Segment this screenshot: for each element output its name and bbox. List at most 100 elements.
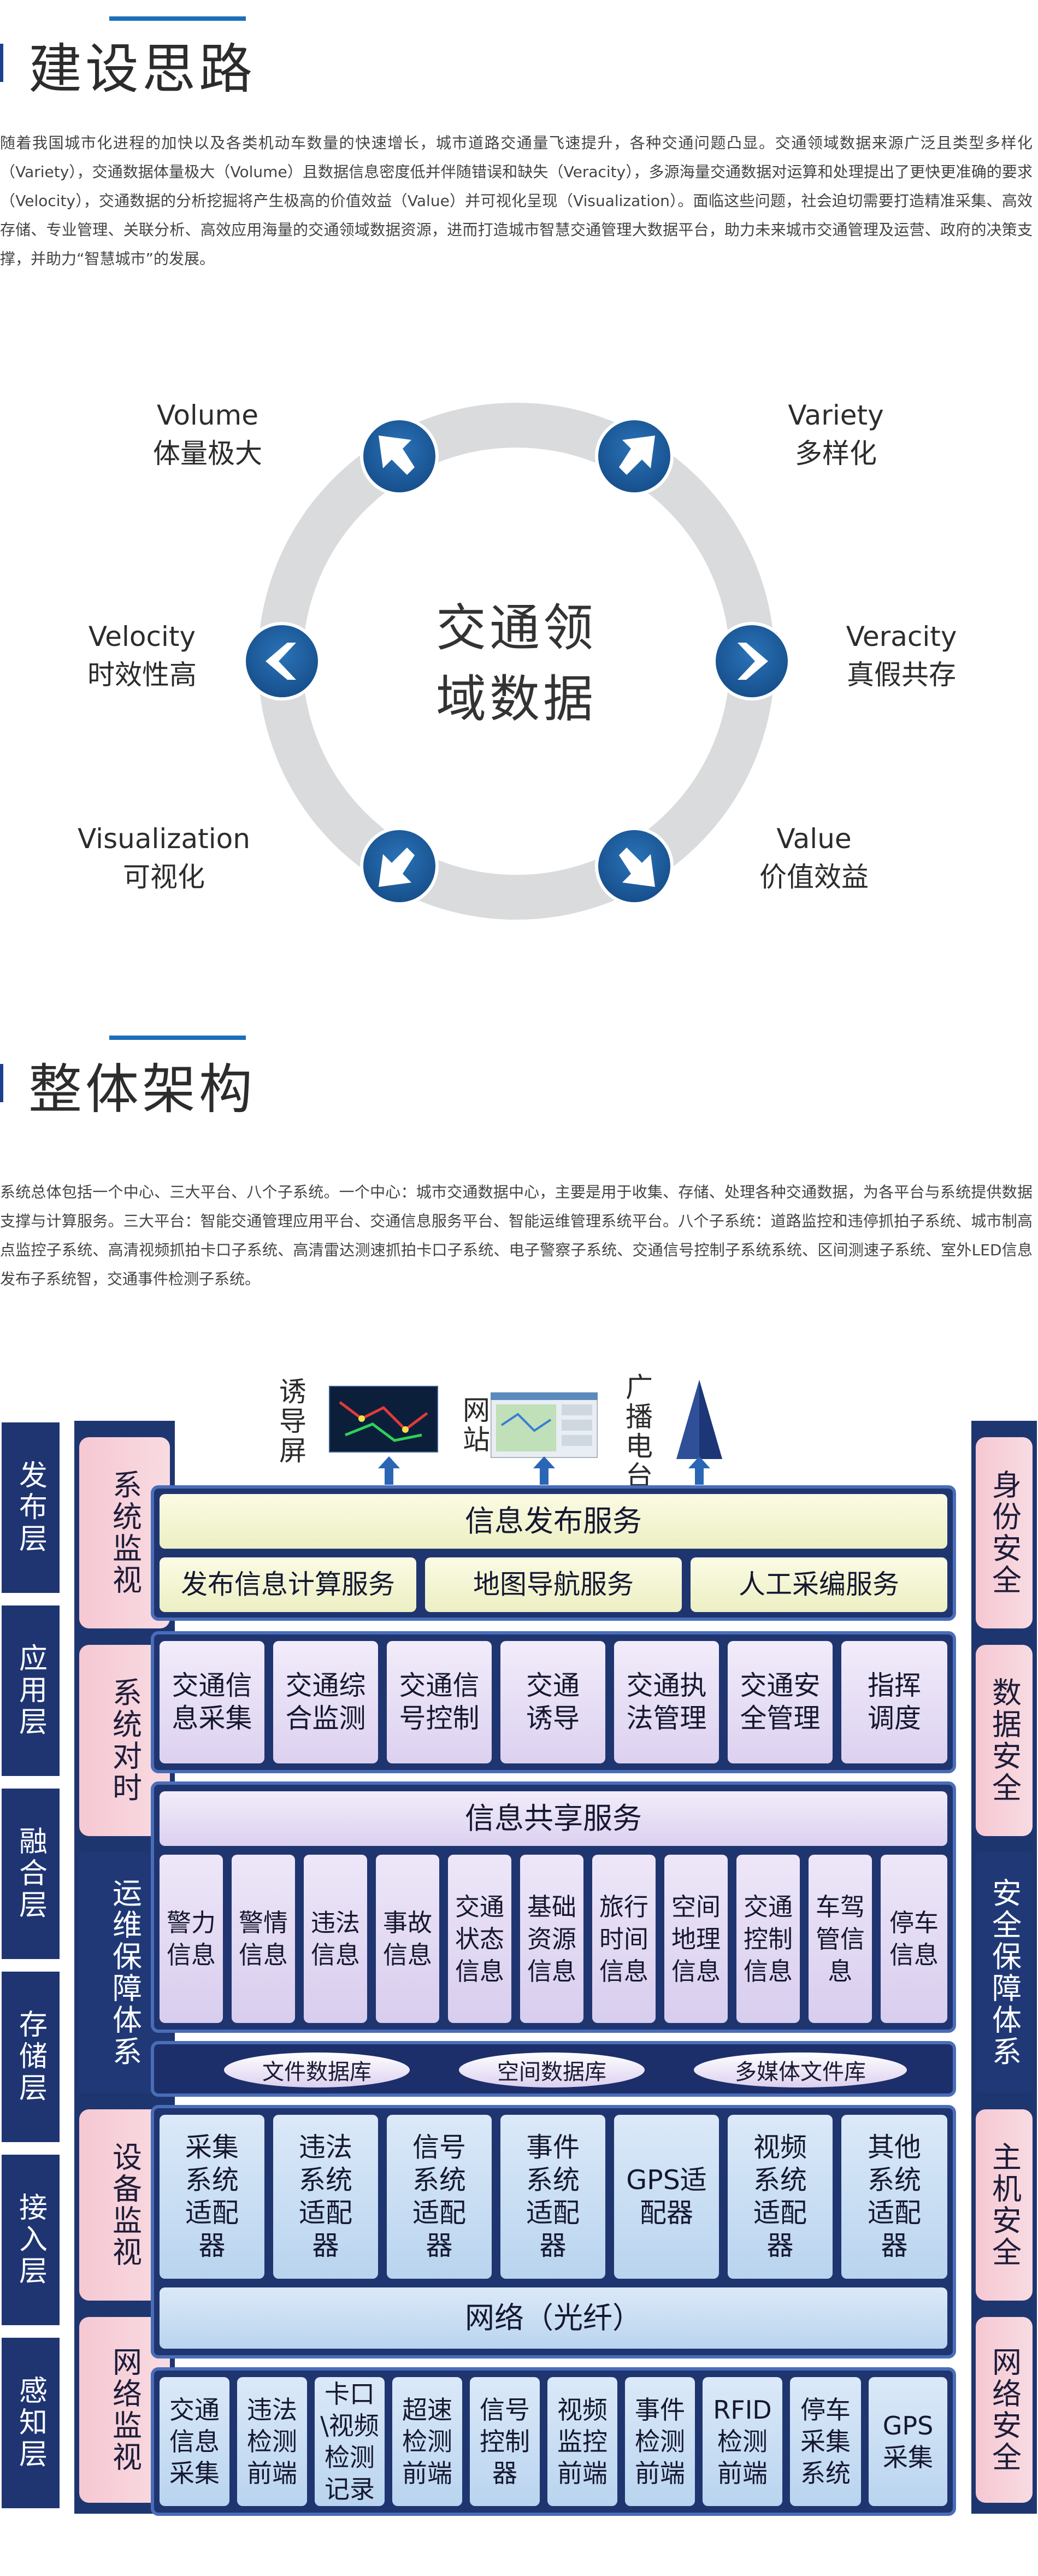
label-visualization: Visualization 可视化 <box>71 820 257 896</box>
adapter-item: 其他系统适配器 <box>841 2115 947 2279</box>
label-variety-cn: 多样化 <box>743 434 929 473</box>
layer-perception: 感知层 <box>0 2336 61 2510</box>
sensor-item: 卡口\视频检测记录 <box>315 2377 385 2506</box>
sensor-item: 事件检测前端 <box>625 2377 695 2506</box>
label-value-en: Value <box>721 820 907 858</box>
db-spatial: 空间数据库 <box>459 2052 645 2087</box>
arrow-up-icon <box>378 1456 400 1485</box>
arrow-velocity-icon <box>241 620 323 702</box>
sensor-item: 视频监控前端 <box>547 2377 617 2506</box>
layer-publish: 发布层 <box>0 1421 61 1595</box>
label-visualization-en: Visualization <box>71 820 257 858</box>
architecture-paragraph: 系统总体包括一个中心、三大平台、八个子系统。一个中心：城市交通数据中心，主要是用… <box>0 1178 1033 1293</box>
channel-label-website: 网站 <box>455 1396 494 1455</box>
layer-application: 应用层 <box>0 1604 61 1778</box>
radio-tower-icon <box>667 1380 732 1459</box>
share-item: 旅行时间信息 <box>592 1855 656 2023</box>
label-volume-en: Volume <box>115 396 300 434</box>
publish-sub-manual: 人工采编服务 <box>691 1557 947 1612</box>
label-volume: Volume 体量极大 <box>115 396 300 473</box>
share-item: 空间地理信息 <box>664 1855 728 2023</box>
layer-fusion: 融合层 <box>0 1787 61 1961</box>
header-bar <box>0 44 3 82</box>
label-veracity-en: Veracity <box>809 617 994 656</box>
sec-host: 主机安全 <box>976 2109 1033 2301</box>
label-visualization-cn: 可视化 <box>71 858 257 896</box>
adapter-item: 视频系统适配器 <box>728 2115 833 2279</box>
section-title: 整体架构 <box>28 1063 256 1116</box>
label-velocity: Velocity 时效性高 <box>49 617 235 694</box>
sec-network: 网络安全 <box>976 2317 1033 2503</box>
adapter-item: 信号系统适配器 <box>387 2115 492 2279</box>
ring-center-line2: 域数据 <box>382 664 650 735</box>
arrow-value-icon <box>593 825 675 907</box>
adapter-item: 事件系统适配器 <box>500 2115 605 2279</box>
app-item: 指挥调度 <box>841 1641 947 1763</box>
section-header-idea: 建设思路 <box>0 16 1038 87</box>
publish-service: 信息发布服务 <box>160 1494 947 1549</box>
db-file: 文件数据库 <box>224 2052 410 2087</box>
publish-sub-calc: 发布信息计算服务 <box>160 1557 416 1612</box>
layer-access: 接入层 <box>0 2153 61 2327</box>
arrow-up-icon <box>533 1456 555 1485</box>
adapter-item: 采集系统适配器 <box>160 2115 264 2279</box>
share-item: 交通控制信息 <box>736 1855 800 2023</box>
label-volume-cn: 体量极大 <box>115 434 300 473</box>
sensor-item: 信号控制器 <box>470 2377 540 2506</box>
layer-storage: 存储层 <box>0 1970 61 2144</box>
channel-label-guide-screen: 诱导屏 <box>271 1377 310 1466</box>
sensor-item: 违法检测前端 <box>237 2377 307 2506</box>
share-item: 基础资源信息 <box>520 1855 583 2023</box>
adapter-item: GPS适配器 <box>614 2115 719 2279</box>
label-velocity-cn: 时效性高 <box>49 656 235 694</box>
header-accent-line <box>109 16 246 21</box>
app-item: 交通信号控制 <box>387 1641 492 1763</box>
share-item: 事故信息 <box>376 1855 439 2023</box>
share-item: 停车信息 <box>881 1855 947 2023</box>
sensor-item: 交通信息采集 <box>160 2377 229 2506</box>
label-value-cn: 价值效益 <box>721 858 907 896</box>
guide-screen-icon <box>329 1386 438 1452</box>
label-velocity-en: Velocity <box>49 617 235 656</box>
arrow-veracity-icon <box>711 620 793 702</box>
arrow-volume-icon <box>358 415 440 497</box>
app-item: 交通安全管理 <box>728 1641 833 1763</box>
share-item: 交通状态信息 <box>448 1855 511 2023</box>
sensor-item: 超速检测前端 <box>392 2377 462 2506</box>
arrow-variety-icon <box>593 415 675 497</box>
adapter-item: 违法系统适配器 <box>273 2115 378 2279</box>
publish-sub-map: 地图导航服务 <box>425 1557 682 1612</box>
ring-center-text: 交通领 域数据 <box>382 593 650 735</box>
app-item: 交通信息采集 <box>160 1641 264 1763</box>
sec-data: 数据安全 <box>976 1645 1033 1836</box>
share-item: 违法信息 <box>304 1855 367 2023</box>
sensor-item: 停车采集系统 <box>790 2377 861 2506</box>
label-value: Value 价值效益 <box>721 820 907 896</box>
share-item: 警力信息 <box>160 1855 223 2023</box>
intro-paragraph: 随着我国城市化进程的加快以及各类机动车数量的快速增长，城市道路交通量飞速提升，各… <box>0 128 1033 273</box>
network-bar: 网络（光纤） <box>160 2287 947 2349</box>
section-title: 建设思路 <box>28 43 256 96</box>
ring-center-line1: 交通领 <box>382 593 650 664</box>
label-variety-en: Variety <box>743 396 929 434</box>
share-service: 信息共享服务 <box>160 1791 947 1846</box>
arrow-up-icon <box>688 1456 710 1485</box>
sec-guarantee-system: 安全保障体系 <box>976 1852 1033 2093</box>
channel-label-radio: 广播电台 <box>617 1373 657 1491</box>
sec-identity: 身份安全 <box>976 1437 1033 1628</box>
app-item: 交通诱导 <box>500 1641 605 1763</box>
label-veracity-cn: 真假共存 <box>809 656 994 694</box>
section-header-architecture: 整体架构 <box>0 1036 1038 1112</box>
header-accent-line <box>109 1036 246 1040</box>
app-item: 交通执法管理 <box>614 1641 719 1763</box>
header-bar <box>0 1064 3 1102</box>
app-item: 交通综合监测 <box>273 1641 378 1763</box>
website-icon <box>491 1392 598 1458</box>
label-veracity: Veracity 真假共存 <box>809 617 994 694</box>
sensor-item: RFID检测前端 <box>703 2377 782 2506</box>
sensor-item: GPS采集 <box>869 2377 947 2506</box>
db-multimedia: 多媒体文件库 <box>694 2052 907 2087</box>
share-item: 警情信息 <box>232 1855 295 2023</box>
share-item: 车驾管信息 <box>809 1855 872 2023</box>
arrow-visualization-icon <box>358 825 440 907</box>
